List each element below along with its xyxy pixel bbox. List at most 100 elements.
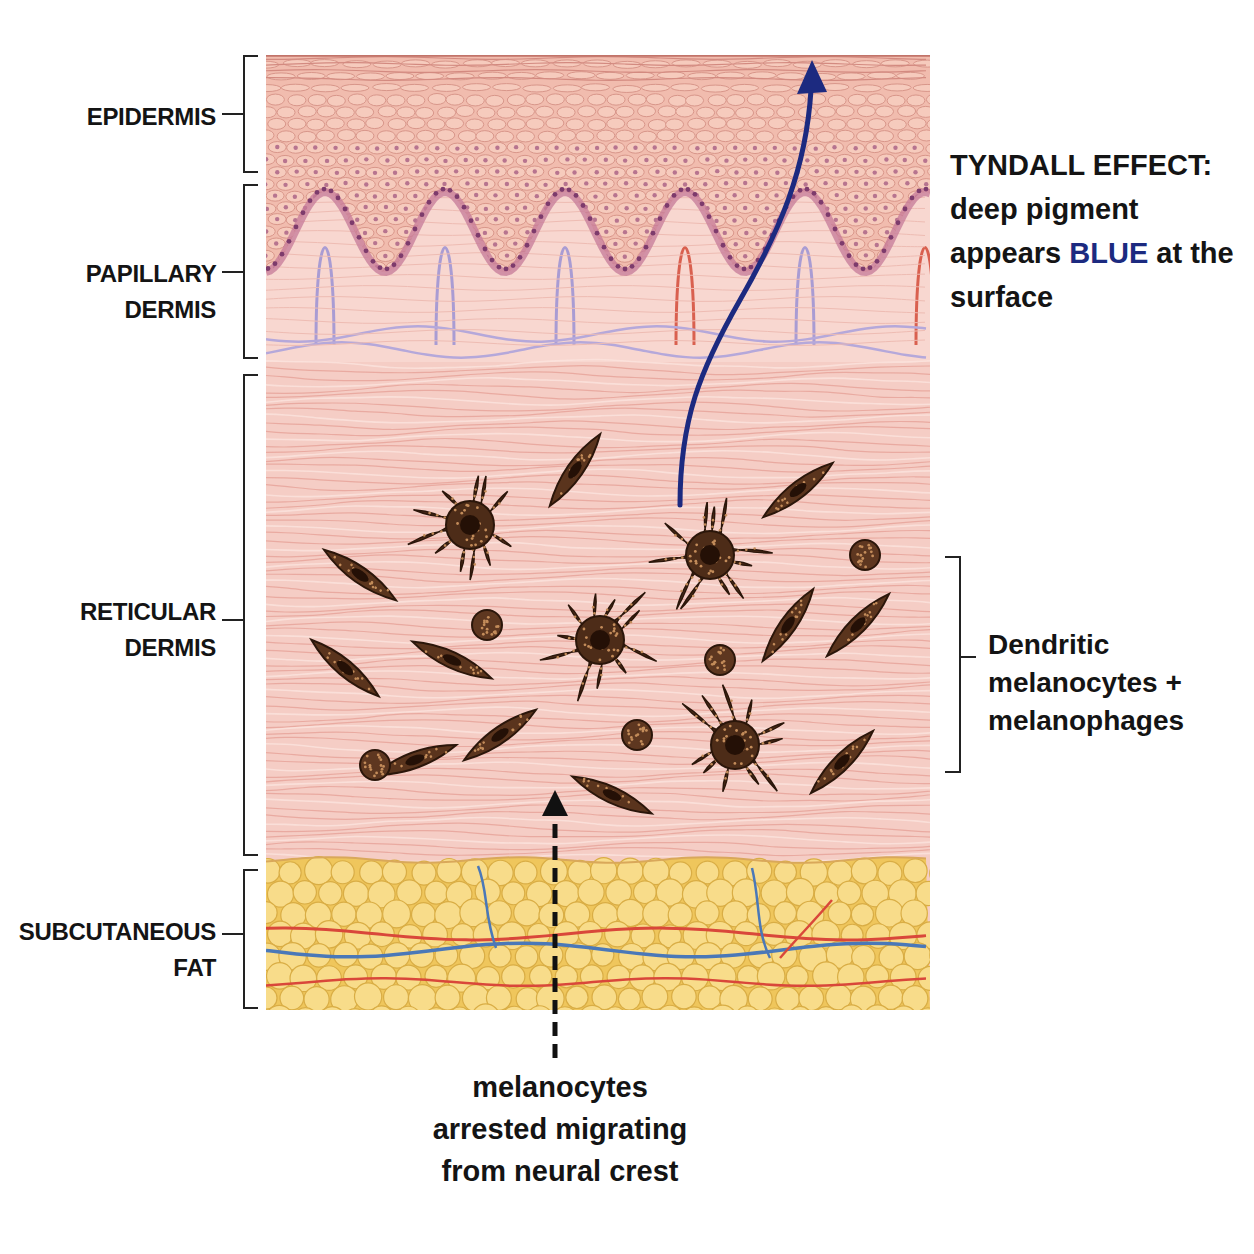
keratinocyte xyxy=(516,106,534,117)
cell-nucleus xyxy=(554,217,558,221)
melanin-granule xyxy=(710,726,713,729)
melanin-granule xyxy=(581,682,584,685)
fat-lobule xyxy=(668,903,692,927)
melanin-granule xyxy=(588,453,592,457)
cell-nucleus xyxy=(893,169,897,173)
fat-lobule xyxy=(776,987,800,1010)
cell-nucleus xyxy=(373,194,377,198)
keratinocyte xyxy=(856,131,874,142)
keratinocyte xyxy=(366,238,384,249)
basal-cell xyxy=(434,191,439,196)
cell-nucleus xyxy=(787,480,808,499)
basal-cell xyxy=(553,192,558,197)
cell-nucleus xyxy=(805,158,809,162)
basal-cell xyxy=(595,231,600,236)
keratinocyte xyxy=(806,263,824,274)
fat-lobule xyxy=(435,985,460,1010)
cell-nucleus xyxy=(674,241,678,245)
cell-nucleus xyxy=(603,181,607,185)
keratinocyte xyxy=(656,179,674,190)
keratinocyte xyxy=(596,178,614,189)
spindle-melanocyte xyxy=(758,457,837,524)
keratinocyte xyxy=(467,263,485,274)
keratinocyte xyxy=(907,238,925,249)
cell-nucleus xyxy=(523,159,527,163)
keratinocyte xyxy=(398,178,416,189)
cell-nucleus xyxy=(384,278,388,282)
keratinocyte xyxy=(558,251,576,262)
cell-nucleus xyxy=(643,182,647,186)
melanin-granule xyxy=(627,729,630,732)
melanin-granule xyxy=(694,550,697,553)
cell-nucleus xyxy=(454,169,458,173)
keratinocyte xyxy=(837,274,855,285)
keratinocyte xyxy=(337,275,355,286)
fat-lobule xyxy=(656,1005,683,1010)
keratinocyte xyxy=(608,215,626,226)
keratinocyte xyxy=(348,94,366,105)
keratinocyte xyxy=(703,60,731,67)
keratinocyte xyxy=(868,119,886,130)
keratinocyte xyxy=(928,238,930,249)
melanin-granule xyxy=(526,718,530,722)
keratinocyte xyxy=(916,250,930,261)
keratinocyte xyxy=(373,84,401,91)
cell-body xyxy=(850,540,880,570)
keratinocyte xyxy=(356,130,374,141)
keratinocyte xyxy=(616,106,634,117)
keratinocyte xyxy=(857,250,875,261)
cell-nucleus xyxy=(764,277,768,281)
basal-cell xyxy=(574,193,579,198)
keratinocyte xyxy=(887,166,905,177)
cell-nucleus xyxy=(443,159,447,163)
keratinocyte xyxy=(766,142,784,153)
basal-cell xyxy=(805,187,810,192)
fat-lobule xyxy=(605,921,631,947)
melanin-granule xyxy=(713,543,716,546)
cell-nucleus xyxy=(515,218,519,222)
melanin-granule xyxy=(857,561,860,564)
dendritic-melanocyte xyxy=(540,592,657,701)
fat-lobule xyxy=(293,881,316,904)
keratinocyte xyxy=(716,131,734,142)
cell-nucleus xyxy=(633,241,637,245)
keratinocyte xyxy=(671,84,699,91)
cell-nucleus xyxy=(493,193,497,197)
cell-nucleus xyxy=(364,182,368,186)
cell-nucleus xyxy=(924,182,928,186)
cell-nucleus xyxy=(825,254,829,258)
melanin-granule xyxy=(722,521,725,524)
basal-cell xyxy=(728,255,733,260)
basal-cell xyxy=(350,220,355,225)
epidermis-layer xyxy=(266,55,930,295)
keratinocyte xyxy=(276,155,294,166)
cell-nucleus xyxy=(903,158,907,162)
keratinocyte xyxy=(658,106,676,117)
cell-nucleus xyxy=(804,205,808,209)
melanin-granule xyxy=(494,630,497,633)
fat-lobule xyxy=(642,984,668,1010)
melanin-granule xyxy=(386,588,390,592)
melanin-granule xyxy=(711,663,714,666)
cell-nucleus xyxy=(913,170,917,174)
melanin-granule xyxy=(633,648,636,651)
keratinocyte xyxy=(496,155,514,166)
keratinocyte xyxy=(516,202,534,213)
keratinocyte xyxy=(817,106,835,117)
keratinocyte xyxy=(638,106,656,117)
keratinocyte xyxy=(876,131,894,142)
keratinocyte xyxy=(736,107,754,118)
cell-nucleus xyxy=(325,159,329,163)
cell-nucleus xyxy=(743,157,747,161)
cell-nucleus xyxy=(924,207,928,211)
keratinocyte xyxy=(296,155,314,166)
basal-cell xyxy=(469,218,474,223)
keratinocyte xyxy=(836,178,854,189)
basal-cell xyxy=(714,229,719,234)
keratinocyte xyxy=(486,239,504,250)
fat-lobule xyxy=(408,985,436,1010)
cell-nucleus xyxy=(413,194,417,198)
fat-lobule xyxy=(279,862,301,884)
basal-cell xyxy=(742,267,747,272)
keratinocyte xyxy=(698,251,716,262)
